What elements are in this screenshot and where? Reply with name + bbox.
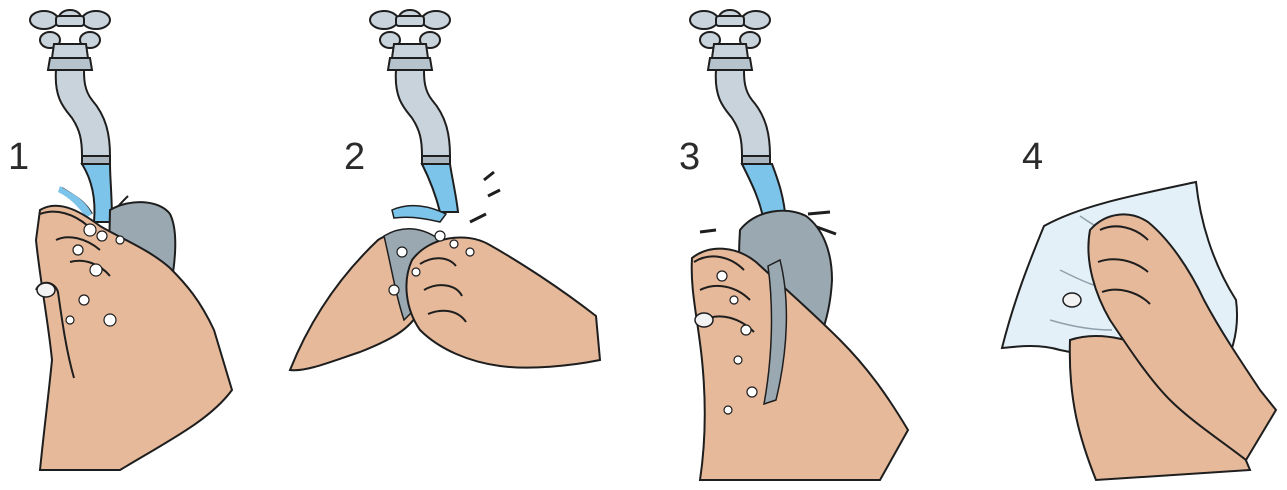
water-stream [422, 164, 458, 212]
step-2-group [290, 10, 600, 370]
tap-icon [690, 10, 770, 164]
tap-icon [30, 10, 110, 164]
step-1-group [30, 10, 232, 470]
tap-icon [370, 10, 450, 164]
step-number-2: 2 [344, 138, 365, 176]
step-number-4: 4 [1022, 138, 1043, 176]
step-number-3: 3 [679, 138, 700, 176]
step-3-group [690, 10, 908, 480]
step-4-group [1002, 182, 1276, 480]
step-number-1: 1 [8, 138, 29, 176]
right-hand [406, 237, 600, 367]
